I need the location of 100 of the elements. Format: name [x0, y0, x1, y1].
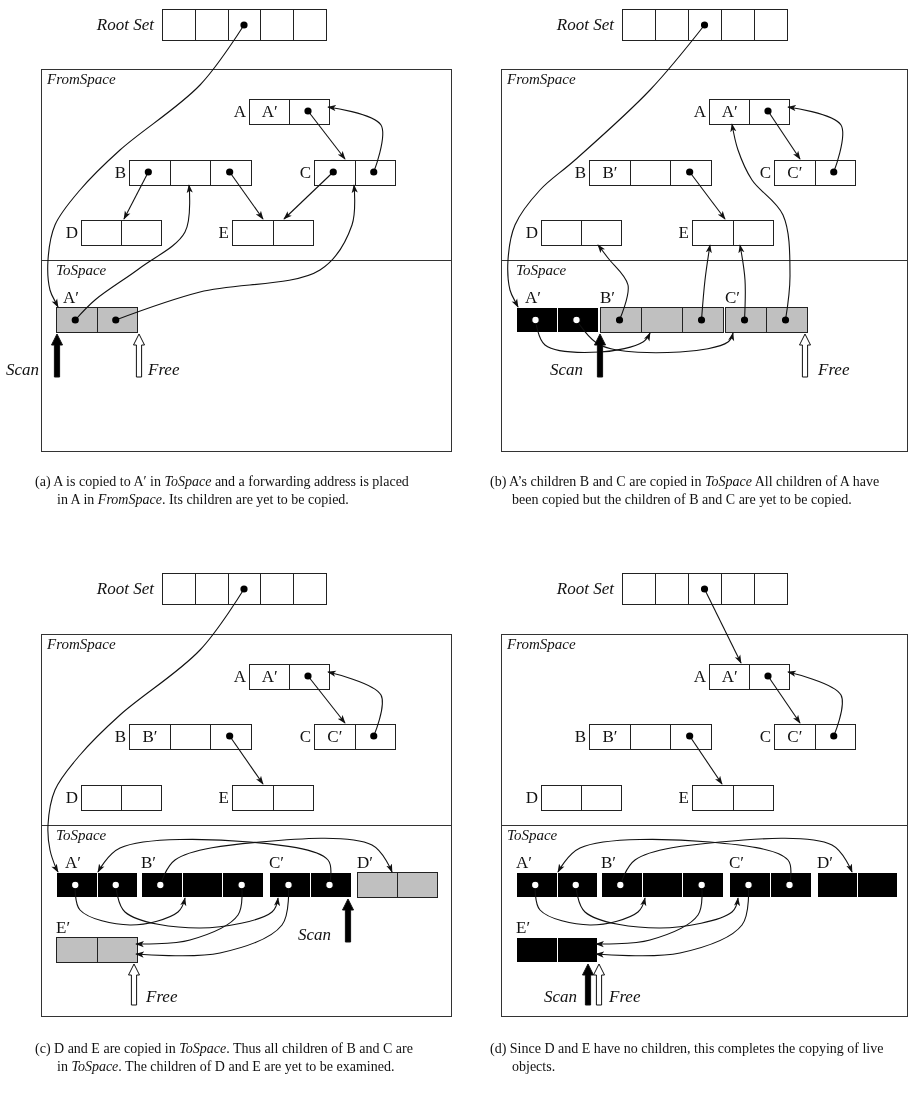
memory-cell — [516, 872, 558, 898]
memory-cell — [721, 9, 756, 41]
memory-cell — [655, 9, 690, 41]
figure-caption: (b) A’s children B and C are copied in ToSpace All children of A have been copied but the children of B and C are yet to be copied. — [490, 473, 881, 509]
pointer-label: Free — [148, 361, 180, 379]
memory-cell — [692, 220, 734, 246]
memory-cell — [314, 160, 356, 186]
memory-cell — [260, 9, 295, 41]
memory-cell — [56, 872, 98, 898]
pointer-label: Free — [818, 361, 850, 379]
pointer-arrow — [764, 672, 801, 724]
object-label: A′ — [516, 854, 532, 871]
memory-cell — [272, 220, 315, 246]
object-label: B′ — [600, 289, 616, 306]
root-set-label: Root Set — [96, 14, 154, 36]
memory-cell — [655, 573, 690, 605]
object-label: C′ — [729, 854, 745, 871]
pointer-label: Free — [609, 988, 641, 1006]
pointer-arrow — [123, 168, 152, 220]
pointer-arrow — [738, 244, 749, 324]
memory-cell — [629, 724, 672, 750]
pointer-arrow — [595, 880, 753, 958]
memory-cell — [622, 573, 657, 605]
root-set-label: Root Set — [556, 14, 614, 36]
memory-cell: B′ — [129, 724, 171, 750]
memory-cell — [96, 937, 139, 963]
pointer-arrow — [686, 732, 723, 785]
pointer-arrow — [135, 880, 247, 948]
pointer-arrow — [572, 315, 735, 354]
pointer-arrow — [597, 244, 629, 324]
memory-cell — [293, 573, 328, 605]
memory-cell — [814, 160, 857, 186]
heap-space-region — [501, 69, 908, 261]
block-arrow — [594, 333, 606, 378]
memory-cell — [232, 220, 274, 246]
memory-cell: B′ — [589, 160, 631, 186]
memory-cell — [222, 872, 265, 898]
memory-cell — [629, 160, 672, 186]
memory-cell — [682, 307, 725, 333]
memory-cell: A′ — [709, 99, 751, 125]
memory-cell — [56, 307, 98, 333]
root-set-label: Root Set — [556, 578, 614, 600]
memory-cell — [181, 872, 224, 898]
object-label: A′ — [525, 289, 541, 306]
heap-space-region — [41, 69, 452, 261]
object-label: E — [218, 222, 229, 244]
object-label: E′ — [56, 919, 71, 936]
memory-cell — [732, 785, 775, 811]
pointer-label: Free — [146, 988, 178, 1006]
memory-cell — [310, 872, 353, 898]
memory-cell — [141, 872, 183, 898]
hollow-block-arrow — [593, 963, 605, 1006]
memory-cell — [857, 872, 899, 898]
pointer-arrow — [700, 585, 742, 664]
pointer-arrow — [530, 880, 647, 926]
memory-cell — [688, 573, 723, 605]
memory-cell — [600, 307, 643, 333]
object-label: B′ — [141, 854, 157, 871]
memory-cell — [269, 872, 312, 898]
memory-cell — [770, 872, 813, 898]
memory-cell — [670, 160, 713, 186]
memory-cell: C′ — [774, 724, 816, 750]
memory-cell — [581, 785, 623, 811]
object-label: A — [693, 666, 706, 688]
heap-space-region — [41, 634, 452, 826]
memory-cell — [541, 220, 583, 246]
figure-caption: (c) D and E are copied in ToSpace. Thus all children of B and C are in ToSpace. The children of D and E are yet to be examined. — [35, 1040, 414, 1076]
pointer-arrow — [595, 880, 707, 948]
pointer-arrow — [283, 168, 337, 220]
memory-cell: C′ — [774, 160, 816, 186]
pointer-arrow — [787, 670, 843, 740]
pointer-arrow — [327, 105, 384, 176]
pointer-arrow — [304, 672, 346, 724]
object-label: C — [759, 162, 771, 184]
space-label: ToSpace — [516, 262, 567, 279]
pointer-arrow — [135, 880, 293, 958]
memory-cell — [814, 724, 857, 750]
object-label: E — [678, 787, 689, 809]
pointer-arrow — [97, 838, 334, 890]
memory-cell — [754, 573, 789, 605]
pointer-arrow — [226, 732, 264, 785]
memory-cell — [766, 307, 809, 333]
memory-cell — [289, 99, 331, 125]
memory-cell — [121, 785, 163, 811]
memory-cell — [194, 9, 229, 41]
pointer-arrow — [47, 585, 248, 873]
pointer-arrow — [155, 837, 393, 890]
memory-cell: B′ — [589, 724, 631, 750]
pointer-arrow — [47, 21, 248, 308]
pointer-arrow — [571, 880, 740, 929]
pointer-arrow — [764, 107, 801, 160]
object-label: E — [218, 787, 229, 809]
object-label: A — [233, 666, 246, 688]
memory-cell — [169, 724, 212, 750]
object-label: C — [299, 162, 311, 184]
memory-cell — [725, 307, 768, 333]
pointer-label: Scan — [550, 361, 584, 379]
root-set-label: Root Set — [96, 578, 154, 600]
memory-cell — [121, 220, 163, 246]
memory-cell — [129, 160, 171, 186]
